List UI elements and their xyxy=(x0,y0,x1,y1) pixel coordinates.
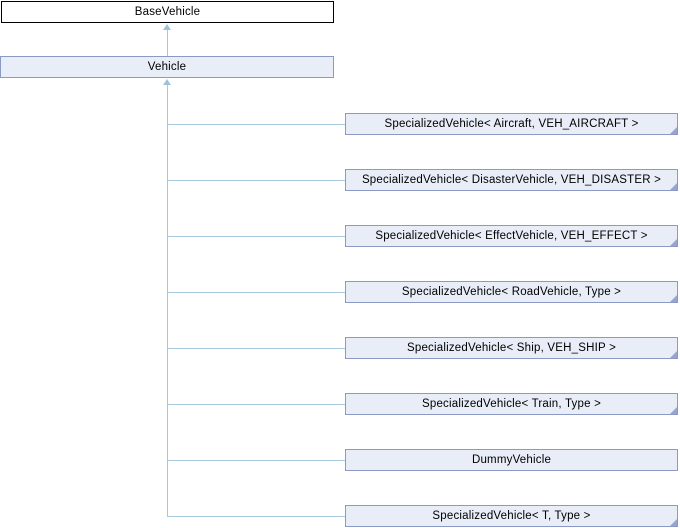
edge-branch xyxy=(167,236,345,237)
edge-trunk xyxy=(167,85,168,516)
truncated-corner-marker xyxy=(670,519,677,526)
truncated-corner-marker xyxy=(670,295,677,302)
truncated-corner-marker xyxy=(670,183,677,190)
edge-branch xyxy=(167,124,345,125)
node-dummyvehicle[interactable]: DummyVehicle xyxy=(345,449,678,471)
node-specializedvehicle-train[interactable]: SpecializedVehicle< Train, Type > xyxy=(345,393,678,415)
node-specializedvehicle-ship[interactable]: SpecializedVehicle< Ship, VEH_SHIP > xyxy=(345,337,678,359)
edge-branch xyxy=(167,460,345,461)
edge-branch xyxy=(167,180,345,181)
node-specializedvehicle-disastervehicle[interactable]: SpecializedVehicle< DisasterVehicle, VEH… xyxy=(345,169,678,191)
truncated-corner-marker xyxy=(670,127,677,134)
node-vehicle[interactable]: Vehicle xyxy=(0,56,334,78)
truncated-corner-marker xyxy=(670,407,677,414)
arrowhead-up xyxy=(163,79,171,85)
edge-branch xyxy=(167,404,345,405)
edge-vehicle-to-basevehicle xyxy=(167,29,168,56)
node-specializedvehicle-effectvehicle[interactable]: SpecializedVehicle< EffectVehicle, VEH_E… xyxy=(345,225,678,247)
truncated-corner-marker xyxy=(670,351,677,358)
edge-branch xyxy=(167,348,345,349)
node-specializedvehicle-t-type[interactable]: SpecializedVehicle< T, Type > xyxy=(345,505,678,527)
edge-branch xyxy=(167,292,345,293)
truncated-corner-marker xyxy=(670,239,677,246)
arrowhead-up xyxy=(163,24,171,30)
edge-branch xyxy=(167,516,345,517)
node-specializedvehicle-roadvehicle[interactable]: SpecializedVehicle< RoadVehicle, Type > xyxy=(345,281,678,303)
node-basevehicle: BaseVehicle xyxy=(1,1,334,23)
node-specializedvehicle-aircraft[interactable]: SpecializedVehicle< Aircraft, VEH_AIRCRA… xyxy=(345,113,678,135)
